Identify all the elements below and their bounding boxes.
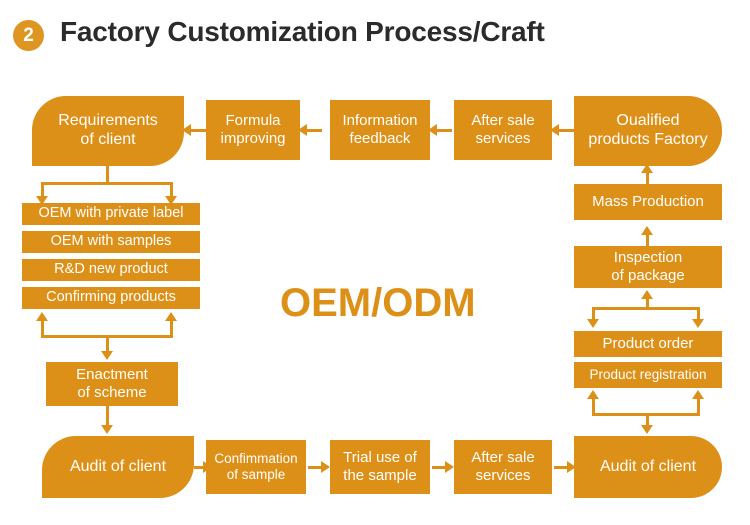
connector-order-split-right [697, 307, 700, 321]
node-mass-production[interactable]: Mass Production [574, 184, 722, 220]
connector-registration-merge-stem [646, 413, 649, 427]
connector-confirmation-to-trial [308, 466, 324, 469]
connector-trial-to-aftersale [432, 466, 448, 469]
connector-enactment-branch-left [41, 320, 44, 335]
node-audit-of-client-left[interactable]: Audit of client [42, 436, 194, 498]
arrowhead-right-to-trial-use [321, 461, 330, 473]
step-number-badge: 2 [13, 20, 44, 51]
arrowhead-down-to-audit-right [641, 425, 653, 434]
arrowhead-up-to-options-right [165, 312, 177, 321]
node-audit-of-client-right[interactable]: Audit of client [574, 436, 722, 498]
list-item-oem-with-samples[interactable]: OEM with samples [22, 231, 200, 253]
arrowhead-down-to-product-order-right [692, 319, 704, 328]
connector-enactment-merge-stem [106, 335, 109, 353]
connector-aftersale-to-auditright [554, 466, 570, 469]
arrowhead-up-to-inspection [641, 290, 653, 299]
arrowhead-up-to-mass-production [641, 226, 653, 235]
connector-inspection-to-mass [646, 234, 649, 246]
connector-qualified-to-aftersale [558, 129, 574, 132]
connector-requirements-split-right [170, 182, 173, 198]
connector-enactment-branch-right [170, 320, 173, 335]
arrowhead-down-to-options-left [36, 196, 48, 205]
arrowhead-right-to-after-sale-bottom [445, 461, 454, 473]
arrowhead-up-to-options-left [36, 312, 48, 321]
list-item-rd-new-product[interactable]: R&D new product [22, 259, 200, 281]
connector-requirements-split-left [41, 182, 44, 198]
connector-auditleft-to-confirmation [194, 466, 206, 469]
node-product-registration[interactable]: Product registration [574, 362, 722, 388]
connector-order-split-left [592, 307, 595, 321]
connector-aftersale-to-information [436, 129, 452, 132]
arrowhead-left-information-to-formula [298, 124, 307, 136]
arrowhead-up-to-registration-right [692, 390, 704, 399]
center-label-oem-odm: OEM/ODM [280, 281, 476, 325]
connector-formula-to-requirements [190, 129, 206, 132]
node-product-order[interactable]: Product order [574, 331, 722, 357]
connector-order-split-bar [592, 307, 700, 310]
page-title: Factory Customization Process/Craft [60, 16, 545, 47]
arrowhead-down-to-audit-left [101, 425, 113, 434]
arrowhead-left-qualified-to-aftersale [550, 124, 559, 136]
connector-information-to-formula [306, 129, 322, 132]
connector-mass-to-qualified [646, 172, 649, 184]
arrowhead-down-to-enactment [101, 351, 113, 360]
connector-enactment-to-audit [106, 406, 109, 427]
page-header: 2 Factory Customization Process/Craft [0, 0, 750, 72]
connector-requirements-split-bar [41, 182, 173, 185]
arrowhead-left-aftersale-to-information [428, 124, 437, 136]
connector-order-to-inspection [646, 298, 649, 310]
arrowhead-right-to-audit-right [567, 461, 576, 473]
connector-requirements-down-stub [106, 166, 109, 182]
arrowhead-down-to-options-right [165, 196, 177, 205]
arrowhead-up-to-qualified [641, 164, 653, 173]
arrowhead-up-to-registration-left [587, 390, 599, 399]
connector-registration-branch-right [697, 398, 700, 413]
arrowhead-left-formula-to-requirements [182, 124, 191, 136]
connector-registration-branch-left [592, 398, 595, 413]
list-item-confirming-products[interactable]: Confirming products [22, 287, 200, 309]
list-item-oem-private-label[interactable]: OEM with private label [22, 203, 200, 225]
arrowhead-down-to-product-order-left [587, 319, 599, 328]
